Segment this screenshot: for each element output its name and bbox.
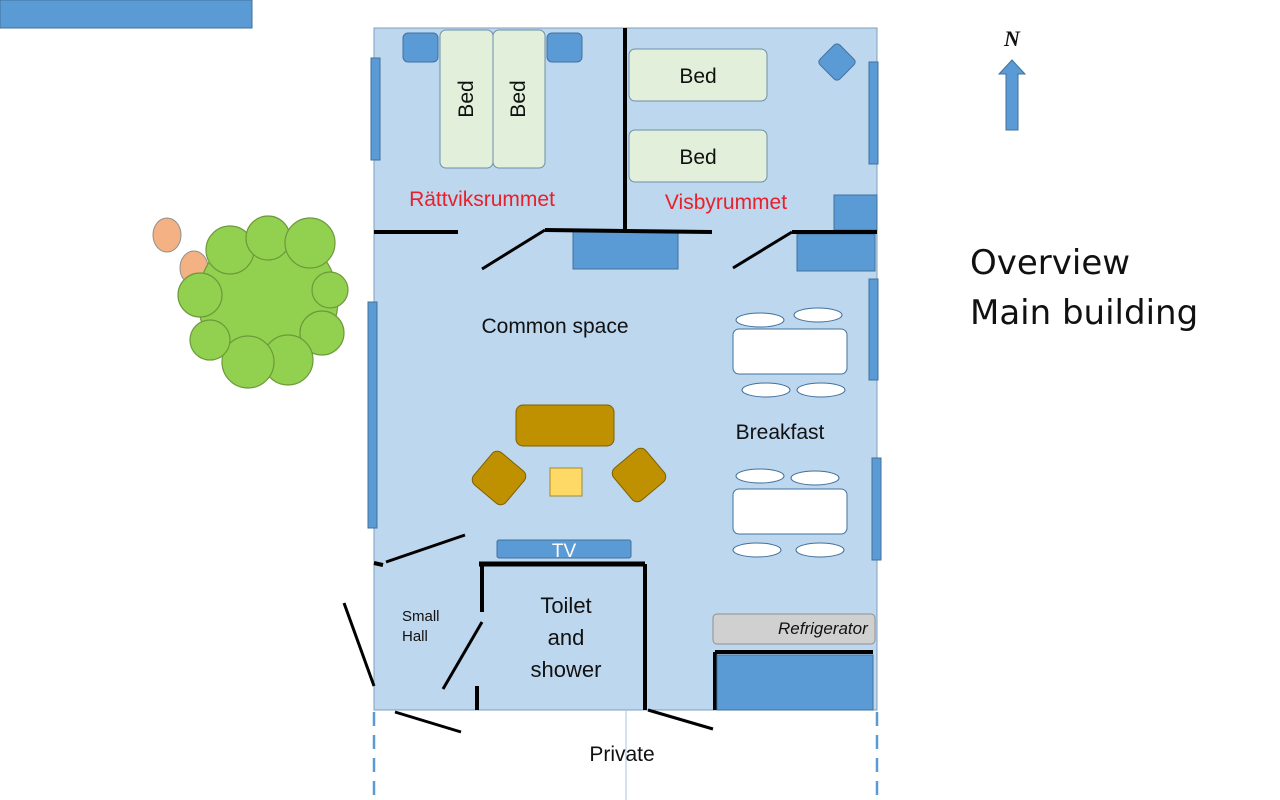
- bed-label: Bed: [679, 146, 716, 169]
- nightstand: [818, 43, 856, 81]
- chair: [796, 382, 846, 398]
- tree-icon: [177, 215, 349, 389]
- chair: [790, 470, 840, 486]
- room-label-visbyrummet: Visbyrummet: [665, 191, 787, 214]
- armchair: [611, 447, 667, 503]
- window: [868, 278, 879, 381]
- room-label-small-hall: Hall: [402, 628, 428, 645]
- rattvik-room: Bed Bed Rättviksrummet: [402, 29, 583, 211]
- bed: [628, 48, 768, 102]
- coffee-table: [549, 467, 583, 497]
- door: [441, 621, 484, 690]
- bush-icon: [152, 217, 182, 253]
- north-arrow-icon: [997, 59, 1027, 131]
- wardrobe: [833, 194, 878, 231]
- bed-label: Bed: [455, 80, 478, 117]
- chair: [741, 382, 791, 398]
- room-label-small-hall: Small: [402, 608, 440, 625]
- door: [385, 533, 466, 564]
- room-label-rattviksrummet: Rättviksrummet: [409, 188, 555, 211]
- tv: [496, 539, 632, 559]
- wall: [373, 561, 384, 567]
- sofa: [515, 404, 615, 447]
- private-area: Private: [372, 710, 879, 800]
- window: [370, 57, 381, 161]
- tree-group: [152, 215, 349, 389]
- room-label-breakfast: Breakfast: [736, 421, 825, 444]
- window: [871, 457, 882, 561]
- nightstand: [402, 32, 439, 63]
- door: [647, 708, 714, 731]
- room-label-toilet: shower: [531, 657, 602, 682]
- chair: [735, 312, 785, 328]
- bed: [492, 29, 546, 169]
- armchair: [471, 450, 527, 506]
- room-label-toilet: Toilet: [540, 593, 591, 618]
- bed-label: Bed: [507, 80, 530, 117]
- door: [732, 230, 793, 270]
- tv-label: TV: [552, 541, 577, 562]
- dining-table: [732, 328, 848, 375]
- top-left-bar: [0, 0, 253, 29]
- chair: [793, 307, 843, 323]
- area-label-private: Private: [589, 743, 654, 766]
- north-arrow: N: [997, 26, 1027, 131]
- breakfast-area: [732, 307, 848, 558]
- kitchen-counter: [716, 654, 874, 711]
- door: [394, 710, 462, 734]
- wall: [544, 228, 713, 234]
- lounge-group: [471, 404, 667, 506]
- windows: [367, 57, 882, 561]
- nightstand: [546, 32, 583, 63]
- walls: [373, 28, 877, 710]
- diagram-title-line1: Overview: [970, 243, 1130, 283]
- door: [342, 602, 376, 687]
- doors: [342, 228, 793, 734]
- chair: [735, 468, 785, 484]
- refrigerator: [712, 613, 876, 645]
- room-label-common-space: Common space: [481, 315, 628, 338]
- refrigerator-label: Refrigerator: [778, 619, 869, 638]
- window: [868, 61, 879, 165]
- dining-table: [732, 488, 848, 535]
- wardrobe: [796, 233, 876, 272]
- visby-room: Bed Bed Visbyrummet: [628, 43, 878, 231]
- diagram-title-line2: Main building: [970, 293, 1198, 333]
- window: [367, 301, 378, 529]
- chair: [732, 542, 782, 558]
- chair: [795, 542, 845, 558]
- door: [481, 228, 546, 271]
- wardrobe: [572, 230, 679, 270]
- north-label: N: [1003, 26, 1021, 51]
- bed-label: Bed: [679, 65, 716, 88]
- room-label-toilet: and: [548, 625, 585, 650]
- bed: [628, 129, 768, 183]
